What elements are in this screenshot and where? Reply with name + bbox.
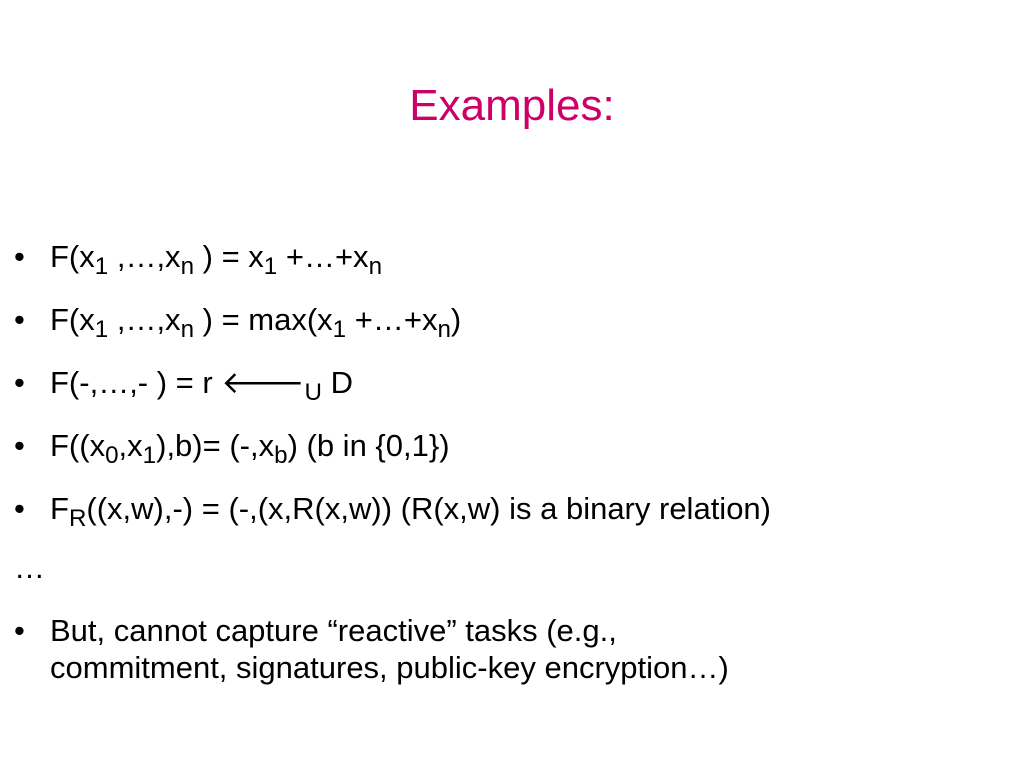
bullet-glyph: • — [14, 365, 25, 400]
bullet-glyph: • — [14, 613, 25, 648]
item-line-1: But, cannot capture “reactive” tasks (e.… — [50, 613, 617, 648]
item-text: F(-,…,- ) = r 🡐U D — [50, 365, 353, 406]
item-text: F((x0,x1),b)= (-,xb) (b in {0,1}) — [50, 428, 450, 469]
bullet-item-max: • F(x1 ,…,xn ) = max(x1 +…+xn) — [14, 301, 1014, 343]
bullet-item-ot: • F((x0,x1),b)= (-,xb) (b in {0,1}) — [14, 427, 1014, 469]
arrow-left-icon: 🡐 — [221, 365, 305, 400]
bullet-item-random: • F(-,…,- ) = r 🡐U D — [14, 364, 1014, 406]
item-text: F(x1 ,…,xn ) = x1 +…+xn — [50, 239, 383, 280]
slide-body: • F(x1 ,…,xn ) = x1 +…+xn • F(x1 ,…,xn )… — [14, 238, 1014, 712]
slide-title: Examples: — [409, 81, 615, 130]
bullet-glyph: • — [14, 491, 25, 526]
bullet-item-relation: • FR((x,w),-) = (-,(x,R(x,w)) (R(x,w) is… — [14, 490, 1014, 532]
bullet-item-reactive: • But, cannot capture “reactive” tasks (… — [14, 612, 1014, 686]
ellipsis-line: … — [14, 550, 45, 585]
item-text: F(x1 ,…,xn ) = max(x1 +…+xn) — [50, 302, 462, 343]
item-line-2: commitment, signatures, public-key encry… — [50, 650, 729, 685]
bullet-item-sum: • F(x1 ,…,xn ) = x1 +…+xn — [14, 238, 1014, 280]
item-text: FR((x,w),-) = (-,(x,R(x,w)) (R(x,w) is a… — [50, 491, 771, 532]
bullet-glyph: • — [14, 428, 25, 463]
bullet-glyph: • — [14, 239, 25, 274]
bullet-glyph: • — [14, 302, 25, 337]
